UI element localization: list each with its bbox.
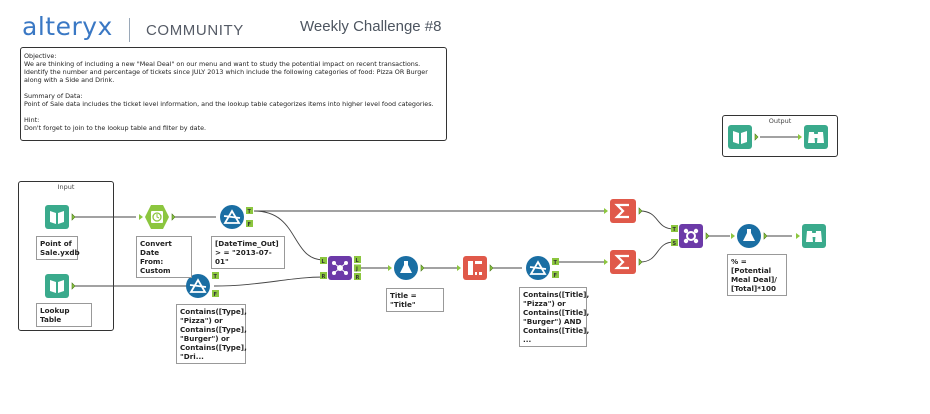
join-output-anchor: J bbox=[355, 266, 358, 272]
type-filter-tool: T F bbox=[186, 272, 219, 298]
true-anchor: T bbox=[214, 274, 218, 280]
left-input-anchor: L bbox=[322, 259, 326, 265]
description-comment-box[interactable]: Objective: We are thinking of including … bbox=[20, 47, 447, 141]
percentage-formula-tool bbox=[731, 224, 768, 248]
summary-text: Summary of Data: Point of Sale data incl… bbox=[24, 92, 434, 108]
summarize-meal-deal-tool bbox=[604, 250, 643, 274]
summarize-total-tool bbox=[604, 199, 643, 223]
header-divider bbox=[129, 18, 130, 42]
lookup-table-input-tool bbox=[45, 274, 76, 298]
left-output-anchor: L bbox=[356, 258, 360, 264]
challenge-title: Weekly Challenge #8 bbox=[300, 18, 442, 35]
right-input-anchor: R bbox=[322, 274, 326, 280]
legend-browse-tool bbox=[798, 125, 828, 149]
datetime-tool bbox=[139, 205, 176, 229]
title-formula-label: Title = "Title" bbox=[386, 288, 444, 312]
crosstab-tool bbox=[457, 256, 494, 280]
true-anchor: T bbox=[248, 209, 252, 215]
true-anchor: T bbox=[554, 260, 558, 266]
type-filter-label: Contains([Type], "Pizza") or Contains([T… bbox=[176, 304, 247, 364]
title-filter-label: Contains([Title], "Pizza") or Contains([… bbox=[519, 287, 589, 347]
output-container-title: Output bbox=[768, 117, 792, 125]
right-output-anchor: R bbox=[356, 275, 360, 281]
false-anchor: F bbox=[554, 273, 557, 279]
input-container-title: Input bbox=[57, 183, 75, 191]
browse-tool bbox=[796, 224, 826, 248]
join-tool: L R L J R bbox=[320, 256, 361, 281]
connectors bbox=[74, 136, 798, 287]
convert-date-label: Convert Date From: Custom bbox=[136, 236, 192, 278]
alteryx-logo: alteryx bbox=[22, 12, 113, 41]
legend-input-tool bbox=[728, 125, 759, 149]
hint-text: Hint: Don't forget to join to the lookup… bbox=[24, 116, 207, 132]
source-anchor: S bbox=[673, 241, 677, 247]
title-filter-tool: T F bbox=[526, 256, 559, 280]
point-of-sale-input-tool bbox=[45, 205, 76, 229]
date-filter-label: [DateTime_Out] > = "2013-07-01" bbox=[211, 236, 285, 269]
false-anchor: F bbox=[214, 292, 217, 298]
false-anchor: F bbox=[248, 222, 251, 228]
lookup-table-label: Lookup Table bbox=[36, 303, 92, 327]
date-filter-tool: T F bbox=[220, 205, 253, 229]
percentage-formula-label: % = [Potential Meal Deal]/ [Total]*100 bbox=[727, 254, 787, 296]
target-anchor: T bbox=[673, 227, 677, 233]
append-fields-tool: T S bbox=[671, 224, 710, 248]
objective-text: Objective: We are thinking of including … bbox=[24, 52, 428, 84]
community-label: COMMUNITY bbox=[146, 22, 244, 39]
point-of-sale-label: Point of Sale.yxdb bbox=[36, 236, 80, 260]
title-formula-tool bbox=[388, 256, 425, 280]
